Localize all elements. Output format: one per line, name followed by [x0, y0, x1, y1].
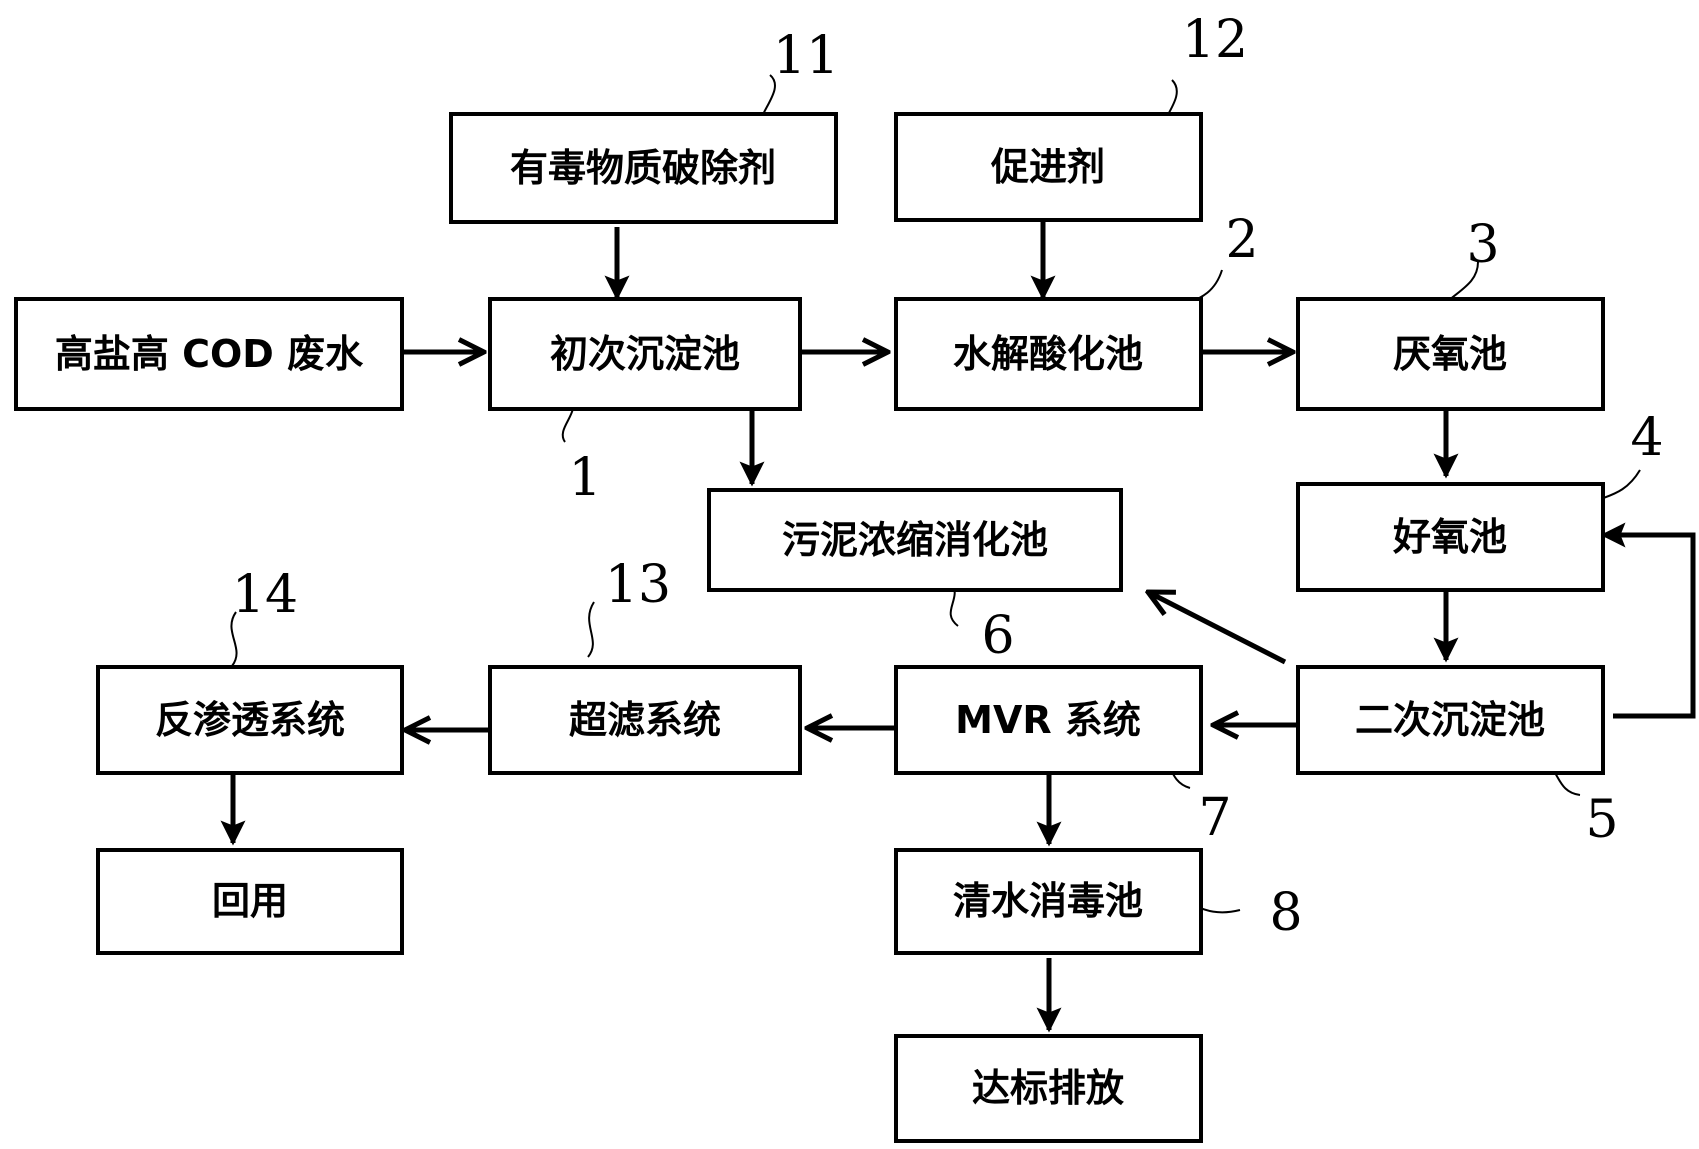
node-secondary-sedimentation-label: 二次沉淀池 [1355, 698, 1545, 742]
edge-secondary-to-aerobic-return [1600, 522, 1696, 719]
node-disinfection: 清水消毒池 [894, 848, 1203, 955]
ref-8: 8 [1269, 883, 1302, 943]
ref-5: 5 [1585, 790, 1618, 850]
node-reverse-osmosis-label: 反渗透系统 [155, 698, 345, 742]
node-disinfection-label: 清水消毒池 [953, 879, 1143, 923]
ref-12: 12 [1182, 10, 1248, 70]
node-hydrolysis-acidification-label: 水解酸化池 [953, 332, 1143, 376]
node-secondary-sedimentation: 二次沉淀池 [1296, 665, 1605, 775]
node-ultrafiltration: 超滤系统 [488, 665, 802, 775]
node-wastewater-label: 高盐高 COD 废水 [55, 332, 364, 376]
ref-13: 13 [605, 555, 671, 615]
ref-6: 6 [981, 606, 1014, 666]
node-discharge: 达标排放 [894, 1034, 1203, 1143]
node-anaerobic: 厌氧池 [1296, 297, 1605, 411]
ref-2: 2 [1225, 210, 1258, 270]
ref-1: 1 [568, 448, 601, 508]
node-sludge-digestion-label: 污泥浓缩消化池 [782, 518, 1048, 562]
ref-7: 7 [1198, 788, 1231, 848]
node-reuse: 回用 [96, 848, 404, 955]
node-hydrolysis-acidification: 水解酸化池 [894, 297, 1203, 411]
node-reverse-osmosis: 反渗透系统 [96, 665, 404, 775]
node-wastewater: 高盐高 COD 废水 [14, 297, 404, 411]
node-ultrafiltration-label: 超滤系统 [569, 698, 721, 742]
edge-secondary-to-sludge [1148, 592, 1287, 665]
node-mvr-label: MVR 系统 [955, 698, 1141, 742]
leader-line-14 [230, 611, 238, 667]
node-toxic-breaker-label: 有毒物质破除剂 [510, 146, 776, 190]
node-mvr: MVR 系统 [894, 665, 1203, 775]
node-discharge-label: 达标排放 [972, 1066, 1124, 1110]
leader-line-13 [587, 601, 595, 658]
ref-3: 3 [1466, 215, 1499, 275]
node-reuse-label: 回用 [212, 879, 288, 923]
ref-4: 4 [1630, 408, 1663, 468]
node-primary-sedimentation: 初次沉淀池 [488, 297, 802, 411]
node-aerobic: 好氧池 [1296, 482, 1605, 592]
node-sludge-digestion: 污泥浓缩消化池 [707, 488, 1123, 592]
node-promoter: 促进剂 [894, 112, 1203, 222]
node-toxic-breaker: 有毒物质破除剂 [449, 112, 838, 224]
ref-14: 14 [232, 565, 298, 625]
node-anaerobic-label: 厌氧池 [1393, 332, 1507, 376]
node-primary-sedimentation-label: 初次沉淀池 [550, 332, 740, 376]
node-promoter-label: 促进剂 [990, 145, 1105, 189]
node-aerobic-label: 好氧池 [1392, 515, 1507, 559]
ref-11: 11 [773, 26, 839, 86]
